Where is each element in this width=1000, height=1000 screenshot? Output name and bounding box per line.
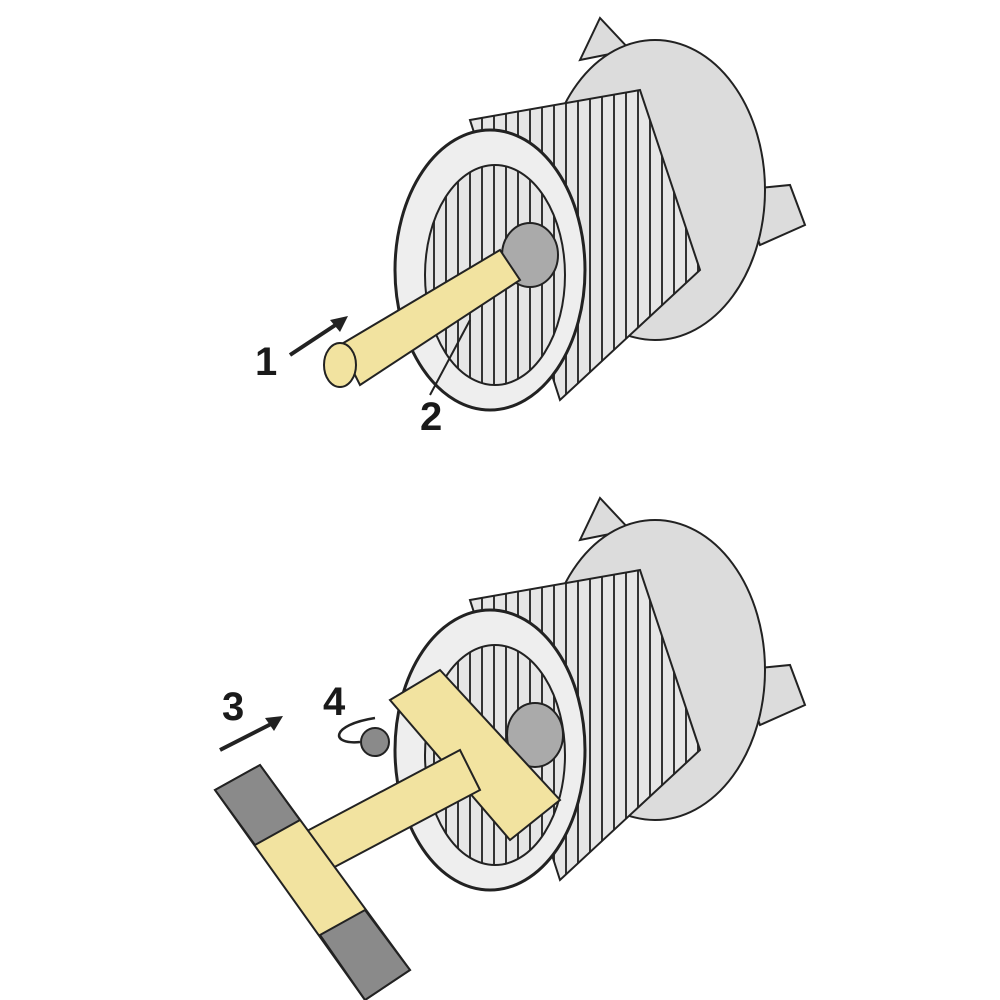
step-label-2: 2 [420, 395, 443, 439]
puller-tool-top [323, 248, 522, 388]
blower-motor-top [393, 16, 807, 412]
step-label-3: 3 [222, 685, 245, 729]
step-label-4: 4 [323, 680, 346, 724]
rotation-arrow-4 [338, 716, 376, 744]
arrow-3 [219, 716, 283, 752]
arrow-1 [288, 316, 348, 357]
leader-2 [429, 319, 471, 396]
slide-hammer-puller [213, 668, 562, 1000]
step-label-1: 1 [255, 340, 278, 384]
